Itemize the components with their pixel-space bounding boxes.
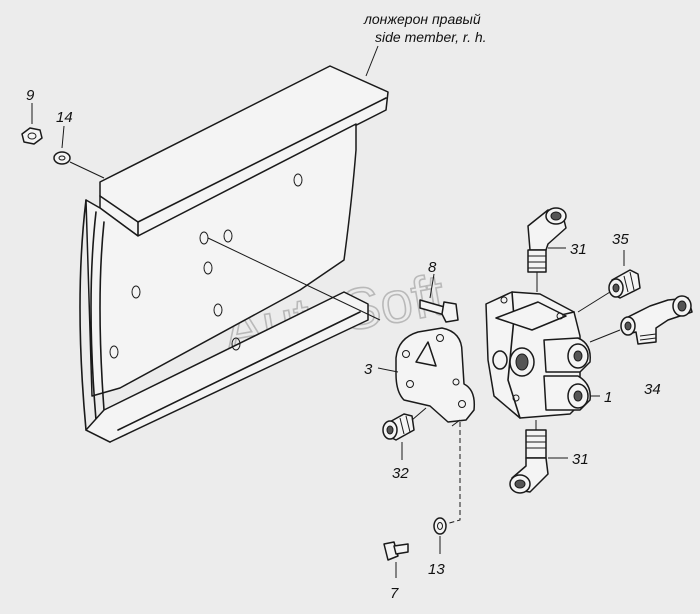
side-member-caption-ru: лонжерон правый [363, 11, 481, 27]
side-member-caption-en: side member, r. h. [375, 29, 487, 45]
callout-3: 3 [364, 361, 373, 378]
union-fitting-part-32 [382, 413, 415, 441]
tee-fitting-part-34 [620, 295, 693, 345]
bracket-tab [451, 419, 461, 427]
callout-9: 9 [26, 87, 35, 104]
adapter-35-axis [577, 291, 611, 313]
bracket-13-axis [445, 422, 461, 525]
callout-31-top: 31 [570, 241, 587, 258]
callout-7: 7 [390, 585, 399, 602]
washer-14-axis [69, 161, 105, 179]
elbow-fitting-part-31-bottom [509, 429, 549, 494]
side-member [79, 65, 389, 443]
callout-8: 8 [428, 259, 437, 276]
callout-1: 1 [604, 389, 612, 406]
callout-35: 35 [612, 231, 629, 248]
adapter-part-35 [608, 269, 641, 299]
nut-part-9 [21, 127, 43, 145]
caption-leader [365, 45, 379, 77]
union-32-axis [411, 407, 427, 421]
leader-14 [61, 125, 65, 149]
washer-part-14 [53, 151, 71, 165]
callout-14: 14 [56, 109, 73, 126]
elbow-fitting-part-31-top [527, 207, 567, 273]
washer-part-13 [433, 517, 447, 535]
valve-assembly-part-1 [485, 291, 591, 419]
bolt-part-8 [419, 299, 459, 323]
callout-31-bottom: 31 [572, 451, 589, 468]
leader-3 [377, 367, 399, 373]
leader-8 [429, 273, 435, 299]
callout-32: 32 [392, 465, 409, 482]
callout-13: 13 [428, 561, 445, 578]
callout-34: 34 [644, 381, 661, 398]
bracket-part-3 [395, 327, 476, 423]
bolt-part-7 [383, 541, 409, 561]
tee-34-axis [589, 329, 621, 343]
bolt-axis-line [207, 237, 381, 321]
